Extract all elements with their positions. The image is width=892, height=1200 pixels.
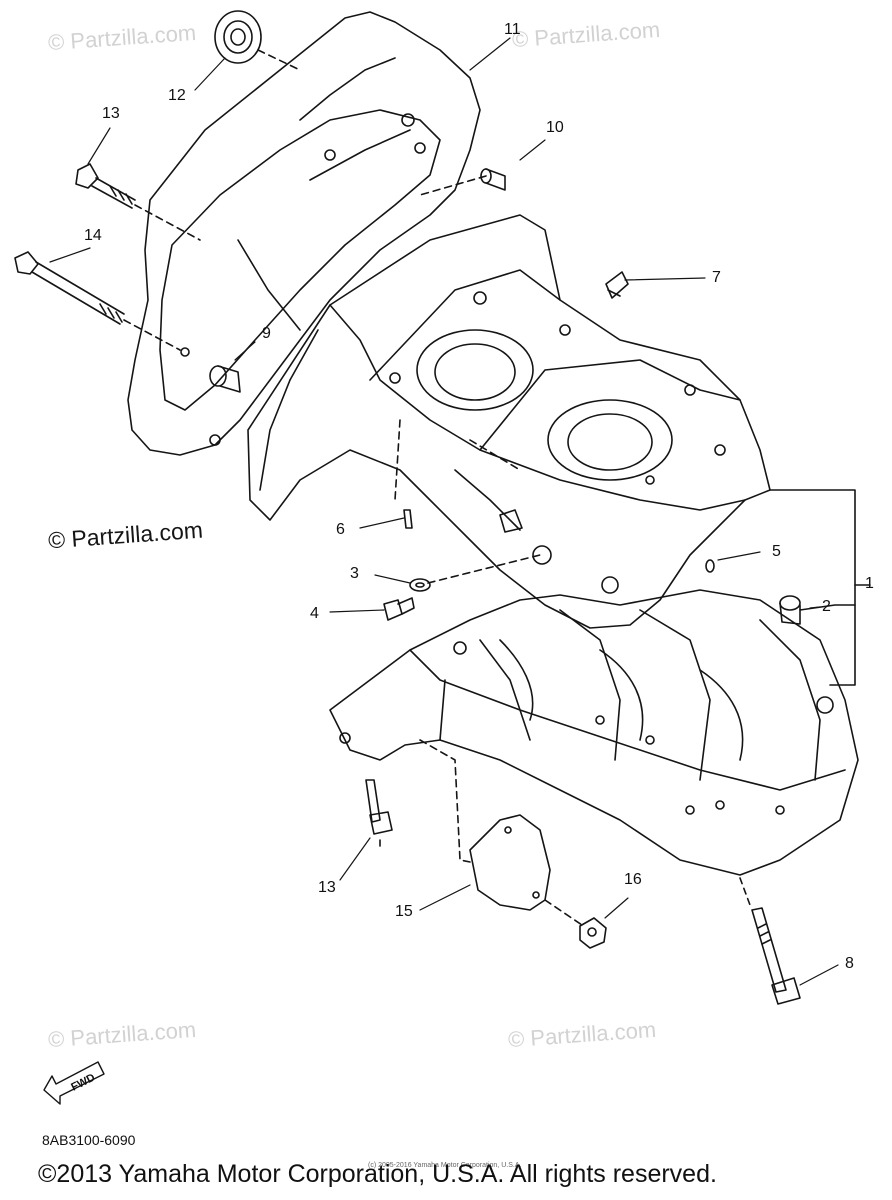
stud-pin-part — [605, 271, 629, 299]
dowel-pin-small-part — [705, 559, 715, 573]
leader-lines — [49, 37, 839, 986]
callout-8: 8 — [845, 955, 854, 972]
bolt-upper-part — [75, 163, 136, 209]
bolt-long-part — [751, 907, 801, 1005]
copyright-small-print: (c) 2005-2016 Yamaha Motor Corporation, … — [368, 1162, 522, 1169]
callout-13-upper: 13 — [102, 105, 120, 122]
lower-crankcase-part — [329, 589, 859, 876]
callout-6: 6 — [336, 521, 345, 538]
copyright-notice: ©2013 Yamaha Motor Corporation, U.S.A. A… — [38, 1160, 717, 1188]
callout-4: 4 — [310, 605, 319, 622]
callout-14: 14 — [84, 227, 102, 244]
upper-crankcase-part — [247, 214, 771, 629]
bolt-lower-part — [365, 779, 393, 835]
cover-plate-part — [469, 814, 551, 911]
callout-12: 12 — [168, 87, 186, 104]
callout-3: 3 — [350, 565, 359, 582]
diagram-part-code: 8AB3100-6090 — [42, 1132, 136, 1148]
callout-9: 9 — [262, 325, 271, 342]
screw-part — [383, 597, 415, 621]
long-bolt-part — [14, 251, 125, 325]
callout-10: 10 — [546, 119, 564, 136]
callout-16: 16 — [624, 871, 642, 888]
pin-small-part — [403, 509, 413, 529]
callout-bracket-1 — [769, 489, 856, 686]
callout-2: 2 — [822, 598, 831, 615]
washer-part — [409, 578, 431, 592]
callout-5: 5 — [772, 543, 781, 560]
bearing-part — [214, 10, 262, 64]
dowel-part — [779, 595, 801, 625]
callout-1: 1 — [865, 575, 874, 592]
forward-arrow-icon — [43, 1061, 105, 1105]
nut-part — [579, 917, 607, 949]
callout-13-lower: 13 — [318, 879, 336, 896]
callout-15: 15 — [395, 903, 413, 920]
crankcase-cover-part — [127, 11, 481, 456]
dowel-pin-part — [209, 365, 241, 393]
callout-11: 11 — [504, 21, 521, 38]
pin-part — [480, 168, 506, 191]
callout-7: 7 — [712, 269, 721, 286]
